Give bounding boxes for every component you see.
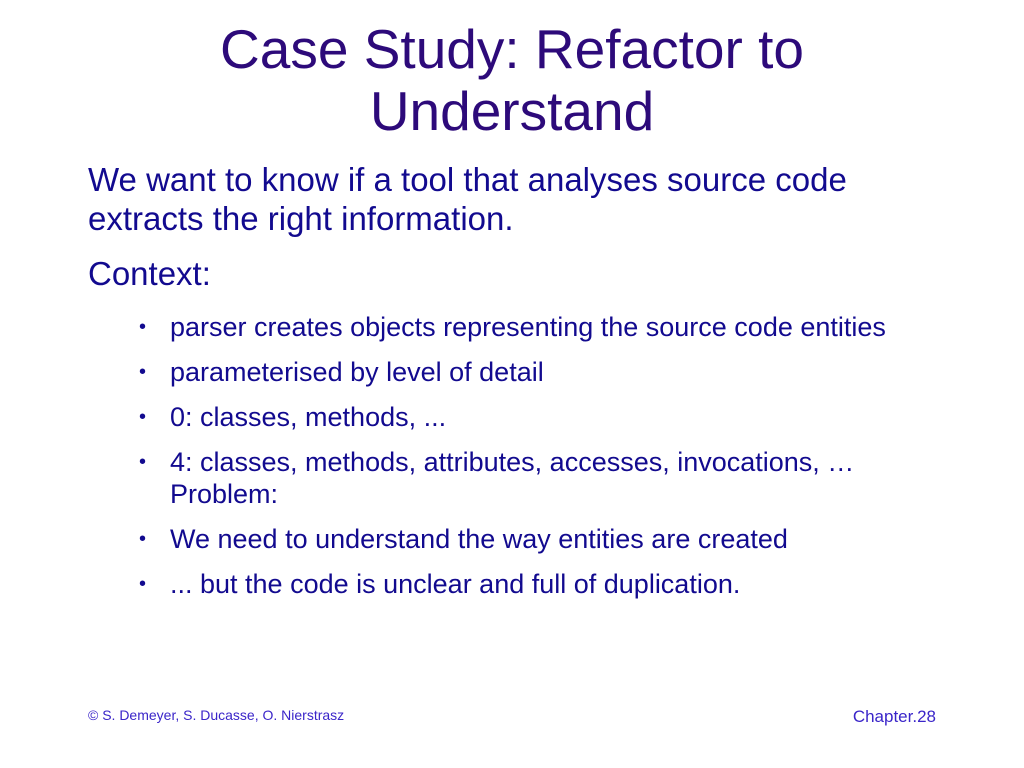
bullet-item: • parser creates objects representing th…: [139, 311, 948, 343]
bullet-text: 4: classes, methods, attributes, accesse…: [170, 447, 855, 509]
bullet-text: parser creates objects representing the …: [170, 312, 886, 342]
bullet-dot: •: [139, 316, 147, 338]
context-bullet-list: • parser creates objects representing th…: [88, 311, 948, 600]
bullet-text: 0: classes, methods, ...: [170, 402, 447, 432]
slide-body: We want to know if a tool that analyses …: [88, 160, 948, 613]
bullet-dot: •: [139, 406, 147, 428]
bullet-item: • 0: classes, methods, ...: [139, 401, 948, 433]
bullet-dot: •: [139, 451, 147, 473]
bullet-item: • We need to understand the way entities…: [139, 523, 948, 555]
bullet-text: parameterised by level of detail: [170, 357, 544, 387]
footer-copyright: © S. Demeyer, S. Ducasse, O. Nierstrasz: [88, 707, 345, 723]
bullet-text: ... but the code is unclear and full of …: [170, 569, 741, 599]
bullet-dot: •: [139, 361, 147, 383]
bullet-text: We need to understand the way entities a…: [170, 524, 788, 554]
slide-title-line1: Case Study: Refactor to: [220, 18, 804, 80]
intro-paragraph: We want to know if a tool that analyses …: [88, 161, 847, 237]
bullet-item: • parameterised by level of detail: [139, 356, 948, 388]
context-label: Context:: [88, 255, 211, 292]
bullet-dot: •: [139, 528, 147, 550]
bullet-item: • 4: classes, methods, attributes, acces…: [139, 446, 948, 510]
slide-title-line2: Understand: [369, 80, 655, 142]
footer-page-label: Chapter.28: [852, 707, 936, 726]
bullet-dot: •: [139, 573, 147, 595]
slide-title: Case Study: Refactor to Understand: [100, 18, 924, 142]
bullet-item: • ... but the code is unclear and full o…: [139, 568, 948, 600]
